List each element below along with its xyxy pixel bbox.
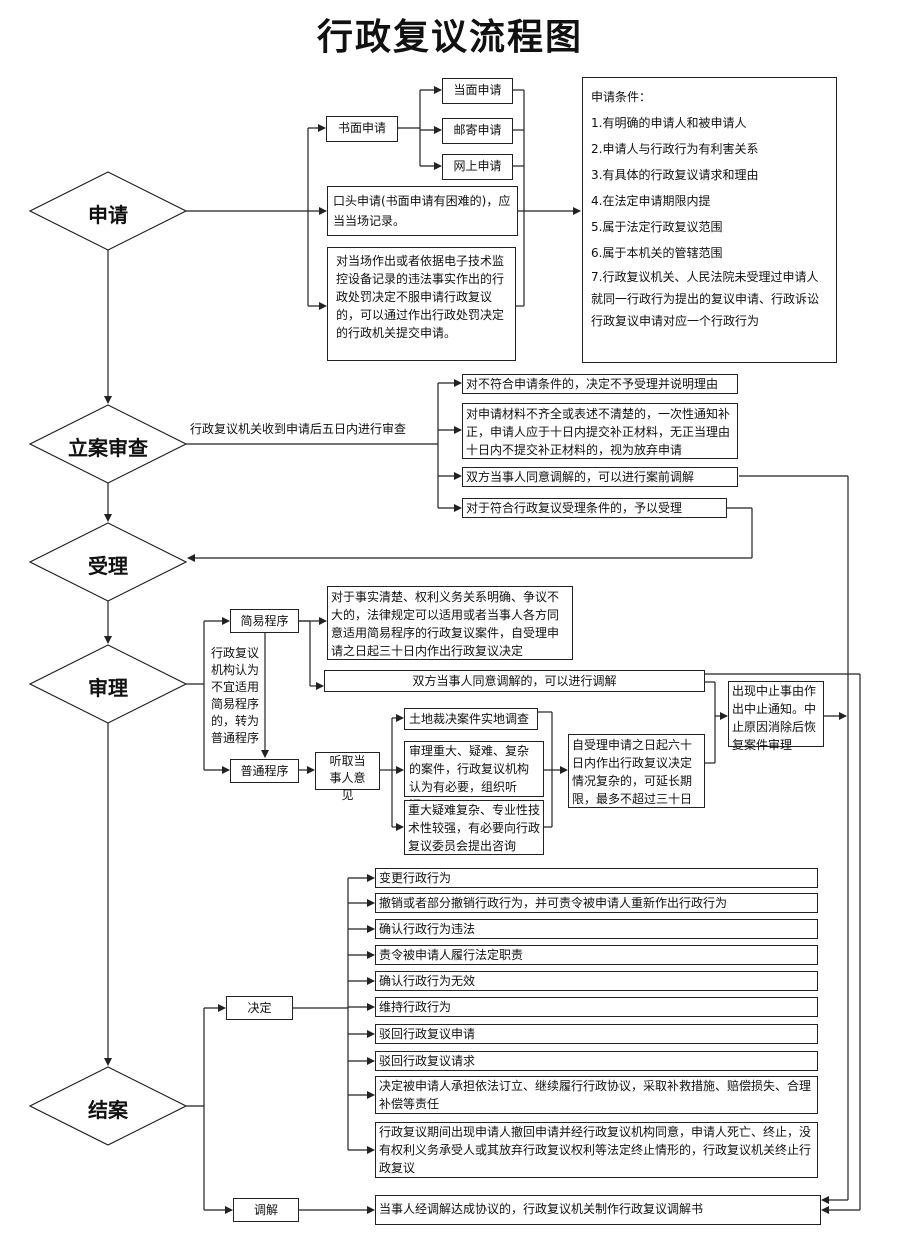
filing-outcome-pre-mediation: 双方当事人同意调解的，可以进行案前调解 (462, 467, 738, 487)
ordinary-procedure-box: 普通程序 (230, 759, 299, 783)
filing-outcome-supplement: 对申请材料不齐全或表述不清楚的，一次性通知补正，申请人应于十日内提交补正材料，无… (462, 403, 738, 459)
decision-item: 确认行政行为无效 (375, 971, 818, 991)
conditions-title: 申请条件： (591, 90, 652, 104)
written-application-box: 书面申请 (326, 116, 398, 142)
major-case-hearing-box: 审理重大、疑难、复杂的案件，行政复议机构认为有必要，组织听证。 (404, 741, 544, 812)
online-application-box: 网上申请 (442, 154, 513, 180)
decision-item: 行政复议期间出现申请人撤回申请并经行政复议机构同意，申请人死亡、终止，没有权利义… (375, 1122, 818, 1178)
simple-procedure-box: 简易程序 (230, 609, 299, 633)
decision-item: 驳回行政复议申请 (375, 1024, 818, 1044)
condition-item: 1.有明确的申请人和被申请人 (591, 116, 747, 130)
convert-to-ordinary-note: 行政复议机构认为不宜适用简易程序的，转为普通程序 (210, 646, 259, 745)
stage-label-hearing: 审理 (88, 676, 128, 700)
condition-item: 4.在法定申请期限内提 (591, 194, 711, 208)
decision-item: 维持行政行为 (375, 997, 818, 1017)
condition-item: 3.有具体的行政复议请求和理由 (591, 168, 759, 182)
in-person-application-box: 当面申请 (442, 78, 513, 104)
page-title: 行政复议流程图 (316, 17, 583, 58)
simple-procedure-desc: 对于事实清楚、权利义务关系明确、争议不大的，法律规定可以适用或者当事人各方同意适… (327, 586, 573, 660)
decision-item: 责令被申请人履行法定职责 (375, 945, 818, 965)
stage-label-close: 结案 (88, 1098, 128, 1122)
filing-outcome-accept: 对于符合行政复议受理条件的，予以受理 (462, 498, 727, 518)
condition-item: 7.行政复议机关、人民法院未受理过申请人就同一行政行为提出的复议申请、行政诉讼行… (591, 270, 820, 328)
condition-item: 2.申请人与行政行为有利害关系 (591, 142, 759, 156)
condition-item: 6.属于本机关的管辖范围 (591, 246, 723, 260)
decision-item: 确认行政行为违法 (375, 919, 818, 939)
application-conditions-box: 申请条件： 1.有明确的申请人和被申请人 2.申请人与行政行为有利害关系 3.有… (582, 77, 837, 363)
oral-application-box: 口头申请(书面申请有困难的)，应当当场记录。 (327, 186, 518, 236)
hearing-mediation-box: 双方当事人同意调解的，可以进行调解 (324, 670, 705, 692)
stage-label-accept: 受理 (88, 554, 128, 578)
stage-diamond-close (28, 1066, 188, 1146)
hearing-deadline-box: 自受理申请之日起六十日内作出行政复议决定情况复杂的，可延长期限，最多不超过三十日 (568, 734, 705, 808)
condition-item: 5.属于法定行政复议范围 (591, 220, 723, 234)
mail-application-box: 邮寄申请 (442, 118, 513, 144)
electronic-evidence-application-box: 对当场作出或者依据电子技术监控设备记录的违法事实作出的行政处罚决定不服申请行政复… (327, 247, 516, 361)
decision-item: 变更行政行为 (375, 868, 818, 888)
stage-label-apply: 申请 (88, 203, 128, 227)
decision-item: 驳回行政复议请求 (375, 1051, 818, 1071)
consultation-box: 重大疑难复杂、专业性技术性较强，有必要向行政复议委员会提出咨询 (404, 800, 544, 855)
decision-item: 决定被申请人承担依法订立、继续履行行政协议，采取补救措施、赔偿损失、合理补偿等责… (375, 1076, 818, 1114)
mediation-box: 调解 (233, 1198, 299, 1222)
mediation-result-box: 当事人经调解达成协议的，行政复议机关制作行政复议调解书 (375, 1195, 821, 1225)
filing-review-note: 行政复议机关收到申请后五日内进行审查 (190, 422, 407, 436)
decision-box: 决定 (226, 996, 293, 1020)
filing-outcome-reject: 对不符合申请条件的，决定不予受理并说明理由 (462, 374, 738, 394)
listen-opinions-box: 听取当事人意见 (315, 752, 380, 802)
suspension-box: 出现中止事由作出中止通知。中止原因消除后恢复案件审理 (728, 681, 824, 752)
land-survey-box: 土地裁决案件实地调查 (404, 708, 538, 730)
decision-item: 撤销或者部分撤销行政行为，并可责令被申请人重新作出行政行为 (375, 893, 818, 913)
stage-label-filing: 立案审查 (68, 436, 148, 460)
